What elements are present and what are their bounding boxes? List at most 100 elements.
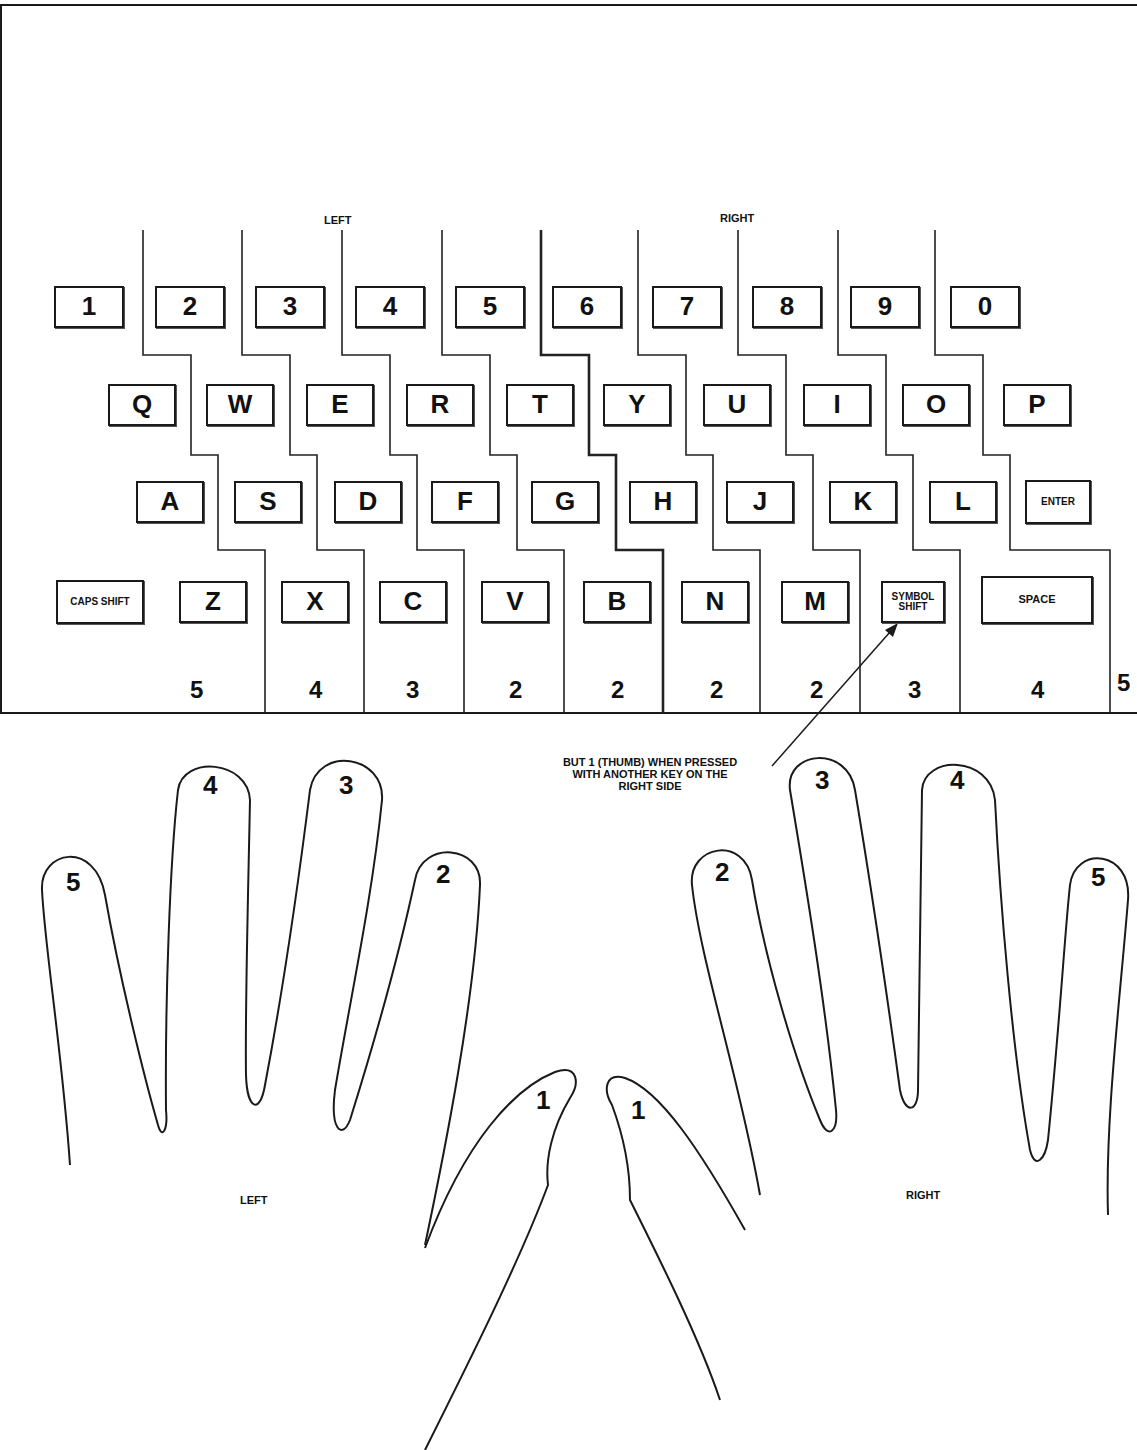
finger-number: 2 <box>810 677 823 703</box>
finger-number: 5 <box>1117 670 1130 696</box>
key-legend: 1 <box>82 293 96 320</box>
key-legend: Y <box>628 391 645 418</box>
keyboard-key: H <box>629 481 697 523</box>
keyboard-key: CAPS SHIFT <box>56 580 144 624</box>
finger-number: 2 <box>509 677 522 703</box>
keyboard-key: 3 <box>255 286 325 328</box>
key-legend: 8 <box>780 293 794 320</box>
keyboard-key: U <box>703 384 771 426</box>
key-legend: SPACE <box>1018 594 1055 606</box>
key-legend: S <box>259 488 276 515</box>
key-legend: I <box>833 391 840 418</box>
key-legend: A <box>161 488 180 515</box>
leader-arrow <box>772 623 898 766</box>
finger-number: 4 <box>1031 677 1044 703</box>
finger-number: 2 <box>710 677 723 703</box>
keyboard-key: 0 <box>950 286 1020 328</box>
key-legend: V <box>506 588 523 615</box>
keyboard-key: S <box>234 481 302 523</box>
key-legend: W <box>228 391 253 418</box>
key-legend: 5 <box>483 293 497 320</box>
finger-number: 1 <box>631 1096 645 1125</box>
keyboard-key: 8 <box>752 286 822 328</box>
keyboard-key: R <box>406 384 474 426</box>
key-legend: K <box>854 488 873 515</box>
key-legend: M <box>804 588 826 615</box>
zone-heading: LEFT <box>324 214 352 226</box>
key-legend: D <box>359 488 378 515</box>
key-legend: 4 <box>383 293 397 320</box>
hand-label: LEFT <box>240 1194 268 1206</box>
frame-line <box>0 5 2 713</box>
finger-number: 4 <box>950 766 964 795</box>
keyboard-key: X <box>281 581 349 623</box>
finger-zone-lines <box>143 230 1110 713</box>
key-legend: 9 <box>878 293 892 320</box>
key-legend: O <box>926 391 946 418</box>
key-legend: J <box>753 488 767 515</box>
key-legend: SYMBOL SHIFT <box>887 592 939 613</box>
finger-number: 2 <box>611 677 624 703</box>
key-legend: P <box>1028 391 1045 418</box>
finger-number: 5 <box>1091 863 1105 892</box>
finger-number: 3 <box>908 677 921 703</box>
key-legend: H <box>654 488 673 515</box>
keyboard-key: I <box>803 384 871 426</box>
keyboard-key: SYMBOL SHIFT <box>881 581 945 623</box>
keyboard-key: G <box>531 481 599 523</box>
callout-note: BUT 1 (THUMB) WHEN PRESSED WITH ANOTHER … <box>561 756 739 792</box>
keyboard-key: Y <box>603 384 671 426</box>
finger-number: 4 <box>309 677 322 703</box>
key-legend: L <box>955 488 971 515</box>
keyboard-key: L <box>929 481 997 523</box>
keyboard-key: P <box>1003 384 1071 426</box>
frame-line <box>0 4 1137 6</box>
key-legend: R <box>431 391 450 418</box>
keyboard-key: M <box>781 581 849 623</box>
keyboard-key: J <box>726 481 794 523</box>
key-legend: Q <box>132 391 152 418</box>
keyboard-key: 9 <box>850 286 920 328</box>
hand-outline <box>42 758 1128 1450</box>
finger-number: 3 <box>406 677 419 703</box>
keyboard-key: B <box>583 581 651 623</box>
finger-number: 5 <box>190 677 203 703</box>
keyboard-key: D <box>334 481 402 523</box>
zone-heading: RIGHT <box>720 212 754 224</box>
key-legend: G <box>555 488 575 515</box>
key-legend: 6 <box>580 293 594 320</box>
keyboard-key: O <box>902 384 970 426</box>
finger-number: 5 <box>66 868 80 897</box>
frame-line <box>0 712 1137 714</box>
finger-number: 3 <box>815 766 829 795</box>
keyboard-key: F <box>431 481 499 523</box>
keyboard-key: K <box>829 481 897 523</box>
hand-label: RIGHT <box>906 1189 940 1201</box>
key-legend: 7 <box>680 293 694 320</box>
key-legend: E <box>331 391 348 418</box>
keyboard-key: Z <box>179 581 247 623</box>
keyboard-key: V <box>481 581 549 623</box>
key-legend: X <box>306 588 323 615</box>
keyboard-key: W <box>206 384 274 426</box>
keyboard-key: Q <box>108 384 176 426</box>
keyboard-key: 1 <box>54 286 124 328</box>
key-legend: ENTER <box>1041 497 1075 508</box>
key-legend: U <box>728 391 747 418</box>
keyboard-key: C <box>379 581 447 623</box>
finger-number: 2 <box>715 858 729 887</box>
key-legend: CAPS SHIFT <box>70 597 129 608</box>
keyboard-key: 4 <box>355 286 425 328</box>
keyboard-key: A <box>136 481 204 523</box>
keyboard-key: 7 <box>652 286 722 328</box>
keyboard-key: SPACE <box>981 576 1093 624</box>
keyboard-key: 6 <box>552 286 622 328</box>
keyboard-key: N <box>681 581 749 623</box>
finger-number: 1 <box>536 1086 550 1115</box>
keyboard-key: 2 <box>155 286 225 328</box>
key-legend: 2 <box>183 293 197 320</box>
key-legend: C <box>404 588 423 615</box>
key-legend: 0 <box>978 293 992 320</box>
